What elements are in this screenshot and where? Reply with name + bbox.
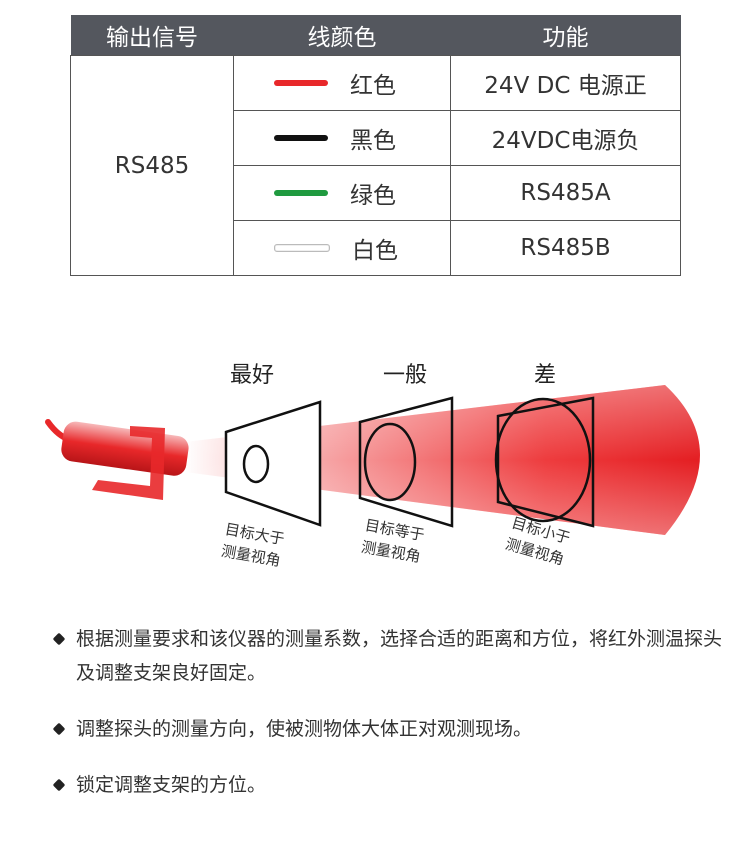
level-label-best: 最好 bbox=[230, 363, 274, 388]
function-cell: RS485A bbox=[450, 165, 681, 221]
wire-color-label: 红色 bbox=[350, 73, 396, 99]
wire-color-cell: 黑色 bbox=[233, 110, 451, 166]
instruction-text: 调整探头的测量方向，使被测物体大体正对观测现场。 bbox=[76, 718, 533, 740]
level-label-normal: 一般 bbox=[383, 363, 427, 388]
table-row: 绿色 RS485A bbox=[71, 165, 681, 221]
bullet-icon bbox=[52, 722, 66, 736]
table-row: 黑色 24VDC电源负 bbox=[71, 110, 681, 166]
list-item: 锁定调整支架的方位。 bbox=[52, 768, 734, 802]
header-function: 功能 bbox=[450, 15, 681, 56]
wire-color-label: 绿色 bbox=[350, 183, 396, 209]
table-row: RS485 红色 24V DC 电源正 bbox=[70, 55, 681, 276]
red-wire-swatch bbox=[274, 80, 328, 86]
instruction-text: 根据测量要求和该仪器的测量系数，选择合适的距离和方位，将红外测温探头及调整支架良… bbox=[76, 628, 723, 684]
function-cell: 24VDC电源负 bbox=[450, 110, 681, 166]
wire-color-label: 黑色 bbox=[350, 128, 396, 154]
field-of-view-diagram: 最好 一般 差 目标大于 测量视角 目标等于 测量视角 目标小于 测量视角 bbox=[45, 363, 700, 570]
table-row: 白色 RS485B bbox=[71, 220, 681, 276]
header-wire-color: 线颜色 bbox=[233, 15, 451, 56]
black-wire-swatch bbox=[274, 135, 328, 141]
bullet-icon bbox=[52, 778, 66, 792]
bullet-icon bbox=[52, 632, 66, 646]
wire-color-cell: 红色 bbox=[233, 55, 451, 111]
list-item: 调整探头的测量方向，使被测物体大体正对观测现场。 bbox=[52, 712, 734, 746]
function-cell: RS485B bbox=[450, 220, 681, 276]
list-item: 根据测量要求和该仪器的测量系数，选择合适的距离和方位，将红外测温探头及调整支架良… bbox=[52, 622, 734, 690]
header-output-signal: 输出信号 bbox=[70, 15, 234, 56]
beam-highlight bbox=[185, 385, 700, 535]
signal-cell: RS485 bbox=[70, 55, 234, 276]
wire-color-cell: 白色 bbox=[233, 220, 451, 276]
wire-color-label: 白色 bbox=[352, 238, 398, 264]
instruction-list: 根据测量要求和该仪器的测量系数，选择合适的距离和方位，将红外测温探头及调整支架良… bbox=[52, 622, 734, 824]
target-poor bbox=[494, 396, 595, 528]
level-label-poor: 差 bbox=[534, 363, 556, 388]
target-normal bbox=[358, 396, 454, 528]
wiring-table: 输出信号 线颜色 功能 RS485 红色 24V DC 电源正 黑色 24VDC… bbox=[70, 15, 681, 276]
green-wire-swatch bbox=[274, 190, 328, 196]
wire-color-cell: 绿色 bbox=[233, 165, 451, 221]
table-header-row: 输出信号 线颜色 功能 bbox=[70, 15, 681, 56]
instruction-text: 锁定调整支架的方位。 bbox=[76, 774, 267, 796]
function-cell: 24V DC 电源正 bbox=[450, 55, 681, 111]
infrared-probe bbox=[45, 419, 189, 500]
white-wire-swatch bbox=[274, 244, 330, 252]
target-best bbox=[224, 400, 322, 527]
